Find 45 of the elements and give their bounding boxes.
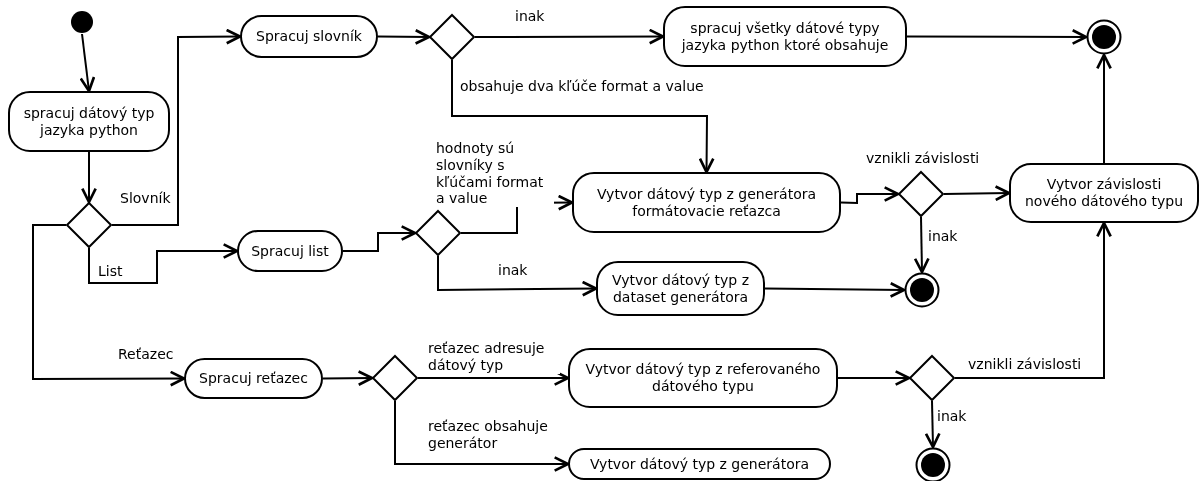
arrow	[474, 28, 665, 45]
arrow	[111, 28, 242, 226]
activity-box	[1009, 163, 1199, 223]
activity-text: Spracuj list	[251, 242, 329, 260]
activity-box	[568, 448, 831, 480]
arrow	[837, 370, 911, 386]
arrow	[417, 370, 570, 386]
activity-text: Spracuj reťazec	[199, 370, 308, 387]
arrow	[79, 33, 96, 93]
activity-text: Vytvor dátový typ z dataset generátora	[610, 271, 750, 306]
arrow	[32, 224, 186, 387]
edge-label: hodnoty sú slovníky s kľúčami format a value	[436, 140, 554, 208]
edge-label: obsahuje dva kľúče format a value	[460, 78, 704, 95]
arrow	[943, 185, 1011, 202]
arrow	[764, 281, 906, 298]
arrow	[88, 243, 239, 284]
arrow	[81, 151, 97, 204]
activity-box	[568, 348, 838, 408]
arrow	[840, 186, 900, 205]
arrow	[924, 400, 941, 449]
activity-text: Vytvor závislosti nového dátového typu	[1023, 176, 1185, 210]
activity-box	[184, 358, 323, 399]
activity-text: Vytvor dátový typ z generátora	[589, 455, 810, 473]
activity-box	[237, 230, 343, 272]
arrow	[437, 255, 598, 297]
arrow	[377, 28, 431, 45]
arrow	[954, 221, 1112, 379]
activity-text: spracuj všetky dátové typy jazyka python ktoré obsahuje	[680, 19, 890, 54]
activity-text: spracuj dátový typ jazyka python	[22, 104, 156, 139]
arrow	[394, 400, 570, 472]
activity-text: Vytvor dátový typ z generátora formátovacie reťazca	[595, 185, 818, 220]
arrow	[322, 370, 374, 387]
arrow	[913, 216, 930, 274]
activity-text: Vytvor dátový typ z referovaného dátového typu	[584, 361, 822, 395]
activity-box	[572, 172, 841, 233]
arrow	[342, 225, 417, 252]
arrow	[906, 28, 1088, 45]
activity-box	[240, 15, 378, 58]
activity-box	[8, 91, 170, 152]
activity-box	[596, 261, 765, 316]
arrow	[1096, 53, 1112, 164]
arrow	[451, 59, 715, 174]
edge-label: reťazec adresuje dátový typ	[428, 340, 560, 374]
activity-text: Spracuj slovník	[256, 28, 362, 45]
activity-box	[663, 6, 907, 67]
